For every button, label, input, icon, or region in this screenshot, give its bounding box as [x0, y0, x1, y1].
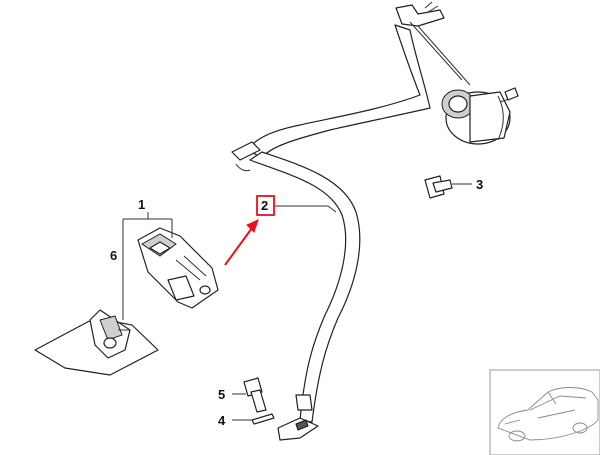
car-outline-icon — [497, 387, 599, 442]
callout-5: 5 — [218, 387, 225, 402]
bolt-part-5: 5 — [218, 377, 267, 413]
callout-2: 2 — [261, 198, 268, 213]
buckle-assembly — [34, 227, 219, 376]
pin-part-4: 4 — [218, 413, 275, 428]
callout-4: 4 — [218, 413, 226, 428]
seat-belt-webbing — [231, 1, 445, 441]
callout-2-highlight: 2 — [224, 195, 337, 266]
callout-bracket-1-6: 1 6 — [110, 197, 173, 320]
belt-retractor — [409, 21, 519, 145]
callout-3: 3 — [476, 177, 483, 192]
callout-6: 6 — [110, 248, 117, 263]
car-location-inset — [489, 369, 600, 455]
bolt-part-3: 3 — [424, 175, 483, 199]
callout-1: 1 — [138, 197, 145, 212]
